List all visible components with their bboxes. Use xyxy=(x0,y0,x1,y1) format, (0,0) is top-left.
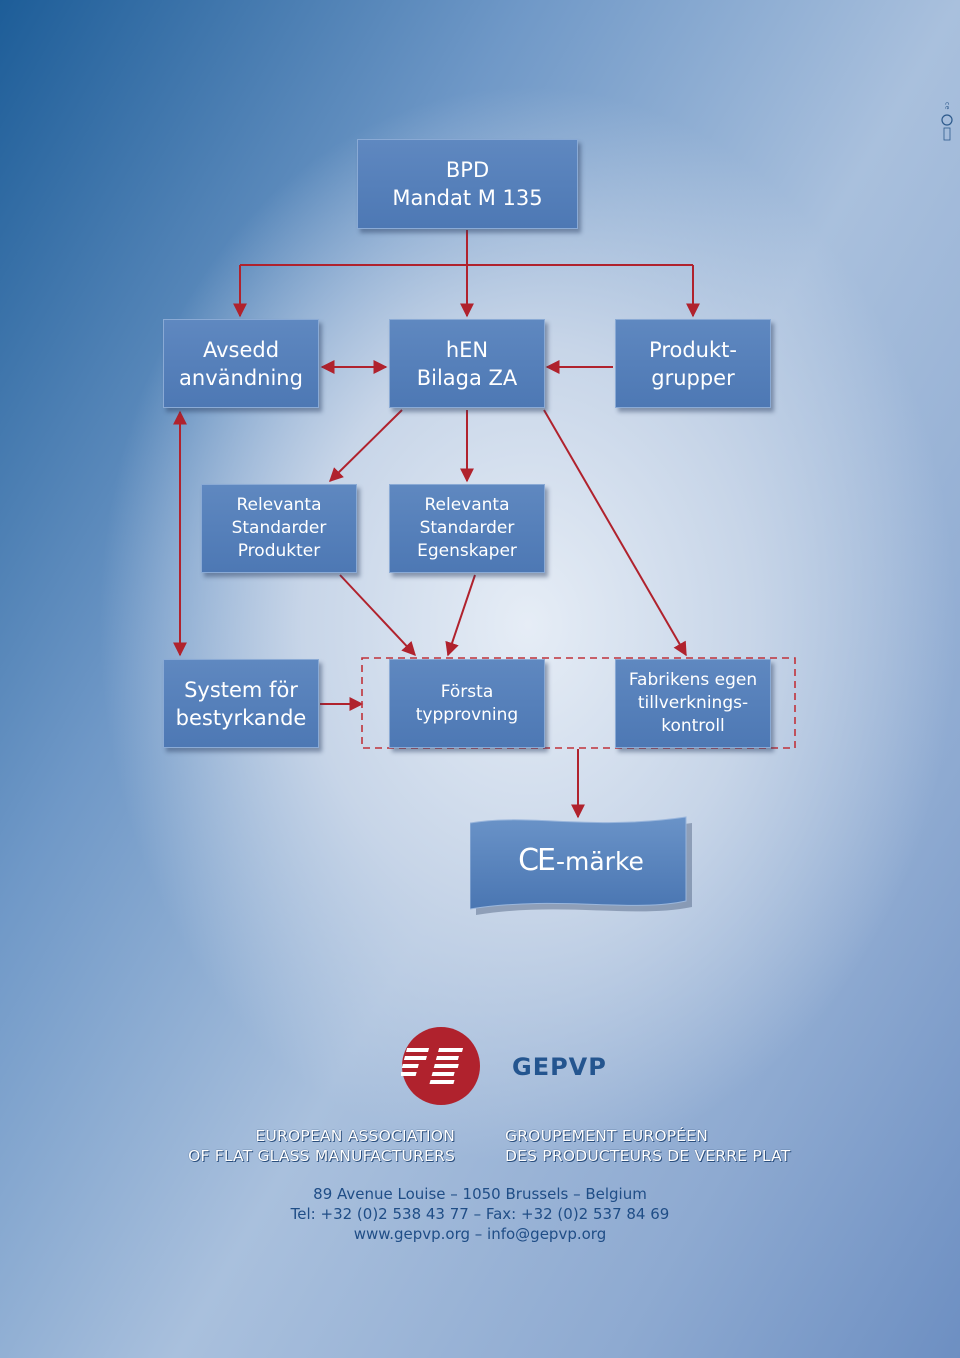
box-intended-use: Avsedd användning xyxy=(163,319,319,408)
box-relevant-products-label: Relevanta Standarder Produkter xyxy=(231,495,327,561)
box-intended-use-label: Avsedd användning xyxy=(179,337,303,390)
ce-symbol: CE xyxy=(518,843,556,878)
association-french-line-2: DES PRODUCTEURS DE VERRE PLAT xyxy=(505,1147,791,1165)
box-initial-testing-label: Första typprovning xyxy=(415,681,519,725)
box-hen-label: hEN Bilaga ZA xyxy=(416,337,518,390)
glass-manufacturers-logo-icon xyxy=(399,1026,481,1106)
box-factory-production-control: Fabrikens egen tillverknings- kontroll xyxy=(615,659,771,748)
box-attestation-label: System för bestyrkande xyxy=(175,677,307,730)
association-english: EUROPEAN ASSOCIATION OF FLAT GLASS MANUF… xyxy=(188,1126,455,1166)
box-attestation-system: System för bestyrkande xyxy=(163,659,319,748)
connector-lines xyxy=(173,230,796,819)
contact-web: www.gepvp.org – info@gepvp.org xyxy=(353,1225,607,1243)
svg-text:ce: ce xyxy=(944,102,951,110)
box-bpd-label: BPD Mandat M 135 xyxy=(392,158,543,210)
contact-block: 89 Avenue Louise – 1050 Brussels – Belgi… xyxy=(0,1184,960,1244)
association-french-line-1: GROUPEMENT EUROPÉEN xyxy=(505,1127,709,1145)
box-relevant-standards-properties: Relevanta Standarder Egenskaper xyxy=(389,484,545,573)
contact-phone: Tel: +32 (0)2 538 43 77 – Fax: +32 (0)2 … xyxy=(290,1205,670,1223)
flow-diagram: BPD Mandat M 135 Avsedd användning hEN B… xyxy=(163,139,796,915)
ce-watermark-icon: ce xyxy=(926,100,954,150)
ce-mark-label: -märke xyxy=(555,847,644,876)
association-french: GROUPEMENT EUROPÉEN DES PRODUCTEURS DE V… xyxy=(505,1126,790,1166)
box-relevant-standards-products: Relevanta Standarder Produkter xyxy=(201,484,357,573)
contact-address: 89 Avenue Louise – 1050 Brussels – Belgi… xyxy=(313,1185,647,1203)
box-product-groups: Produkt- grupper xyxy=(615,319,771,408)
box-initial-type-testing: Första typprovning xyxy=(389,659,545,748)
box-relevant-properties-label: Relevanta Standarder Egenskaper xyxy=(417,495,517,561)
association-english-line-2: OF FLAT GLASS MANUFACTURERS xyxy=(188,1147,455,1165)
box-bpd-mandate: BPD Mandat M 135 xyxy=(357,139,578,229)
association-english-line-1: EUROPEAN ASSOCIATION xyxy=(255,1127,455,1145)
brand-name: GEPVP xyxy=(512,1053,607,1081)
box-factory-control-label: Fabrikens egen tillverknings- kontroll xyxy=(628,670,758,736)
ce-mark-banner: CE-märke xyxy=(470,815,692,915)
box-product-groups-label: Produkt- grupper xyxy=(649,337,737,390)
box-hen-annex: hEN Bilaga ZA xyxy=(389,319,545,408)
